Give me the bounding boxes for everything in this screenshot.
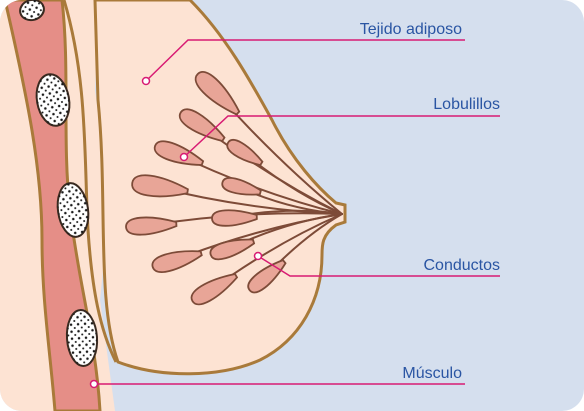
- label-ducts: Conductos: [424, 257, 501, 274]
- leader-dot-ducts: [255, 253, 262, 260]
- label-lobules: Lobulillos: [433, 96, 500, 113]
- label-adipose: Tejido adiposo: [360, 21, 462, 38]
- leader-dot-muscle: [91, 381, 98, 388]
- label-muscle: Músculo: [402, 365, 462, 382]
- leader-dot-lobules: [181, 154, 188, 161]
- leader-dot-adipose: [143, 78, 150, 85]
